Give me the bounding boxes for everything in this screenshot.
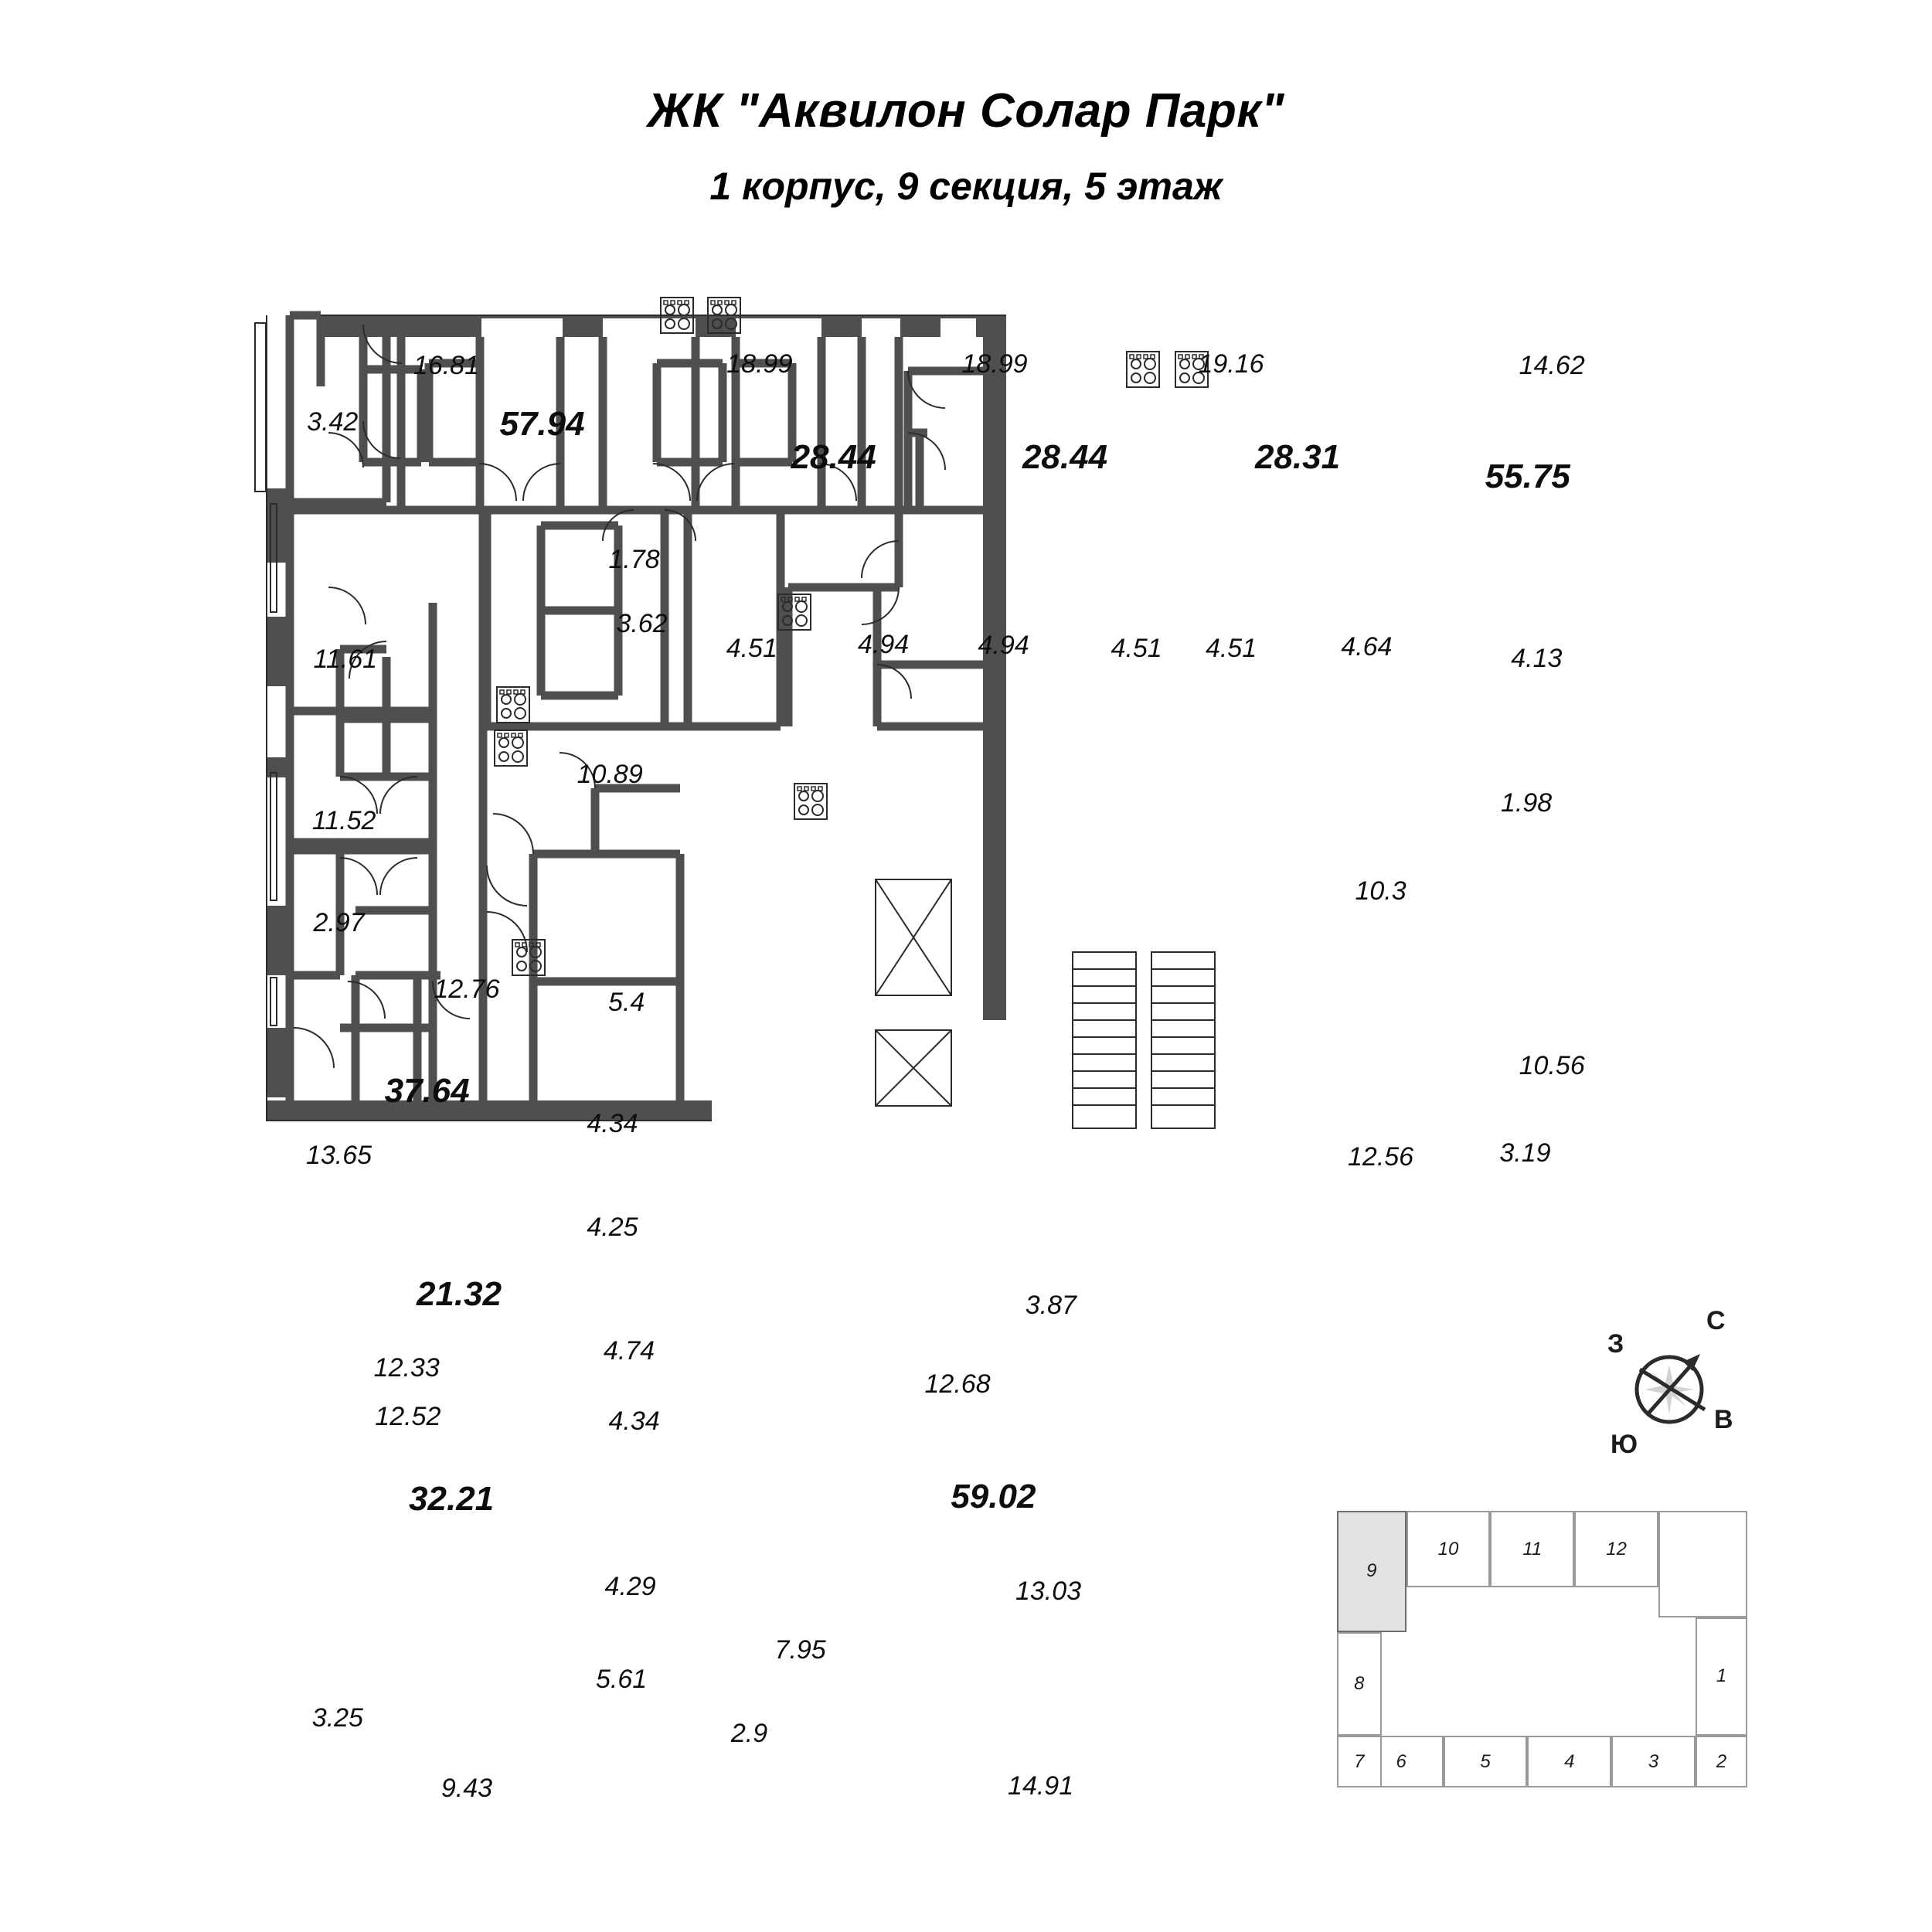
room-area-label: 4.13: [1511, 643, 1563, 673]
apartment-area-label: 28.44: [1022, 438, 1108, 477]
room-area-label: 4.51: [726, 633, 777, 663]
room-area-label: 4.29: [604, 1571, 656, 1601]
keyplan-section-label: 10: [1437, 1538, 1459, 1560]
room-area-label: 13.65: [305, 1141, 372, 1171]
keyplan-section-9[interactable]: 9: [1337, 1511, 1406, 1632]
keyplan-section-11[interactable]: 11: [1490, 1511, 1575, 1588]
room-area-label: 4.51: [1111, 633, 1162, 663]
room-area-label: 4.74: [603, 1336, 655, 1366]
room-area-label: 5.61: [595, 1665, 648, 1695]
keyplan-section-label: 11: [1522, 1538, 1543, 1560]
keyplan-section-4[interactable]: 4: [1527, 1736, 1612, 1788]
compass-south-label: Ю: [1611, 1430, 1638, 1459]
keyplan-section-label: 4: [1564, 1750, 1575, 1772]
apartment-area-label: 32.21: [409, 1480, 495, 1519]
keyplan-section-label: 1: [1716, 1665, 1727, 1687]
room-area-label: 3.87: [1025, 1290, 1077, 1320]
room-area-label: 3.42: [307, 406, 359, 437]
room-area-label: 4.94: [978, 631, 1029, 661]
apartment-area-label: 55.75: [1485, 457, 1570, 495]
apartment-area-label: 21.32: [416, 1275, 502, 1314]
room-area-label: 4.64: [1341, 631, 1393, 662]
elevator-shafts: [875, 879, 952, 1107]
page-title: ЖК "Аквилон Солар Парк": [647, 84, 1285, 138]
keyplan-section-label: 5: [1480, 1750, 1491, 1772]
room-area-label: 11.61: [313, 645, 378, 675]
room-area-label: 4.34: [587, 1108, 638, 1138]
keyplan-section-12[interactable]: 12: [1574, 1511, 1658, 1588]
keyplan-section-blank[interactable]: [1658, 1511, 1748, 1617]
room-area-label: 4.34: [608, 1406, 660, 1437]
keyplan-section-2[interactable]: 2: [1696, 1736, 1748, 1788]
room-area-label: 4.94: [858, 629, 910, 659]
room-area-label: 2.97: [313, 908, 365, 938]
apartment-area-label: 59.02: [951, 1477, 1036, 1515]
apartment-area-label: 28.31: [1254, 438, 1341, 477]
keyplan-section-3[interactable]: 3: [1611, 1736, 1696, 1788]
room-area-label: 12.68: [924, 1369, 991, 1400]
keyplan-section-7[interactable]: 7: [1337, 1736, 1382, 1788]
staircase: [1072, 951, 1216, 1129]
room-area-label: 10.3: [1355, 876, 1406, 906]
room-area-label: 12.33: [373, 1352, 440, 1383]
room-area-label: 10.89: [577, 760, 643, 790]
keyplan-section-label: 7: [1354, 1750, 1365, 1772]
room-area-label: 14.91: [1008, 1770, 1074, 1801]
room-area-label: 10.56: [1519, 1051, 1585, 1081]
compass-west-label: З: [1607, 1329, 1624, 1359]
room-area-label: 12.56: [1348, 1141, 1414, 1172]
room-area-label: 11.52: [311, 805, 376, 835]
room-area-label: 7.95: [774, 1635, 826, 1665]
room-area-label: 3.62: [616, 609, 668, 639]
door-swings: [293, 324, 946, 1069]
page-subtitle: 1 корпус, 9 секция, 5 этаж: [709, 165, 1223, 208]
keyplan-section-label: 8: [1354, 1672, 1365, 1694]
keyplan-section-label: 9: [1366, 1560, 1377, 1582]
room-area-label: 12.76: [434, 975, 500, 1005]
room-area-label: 3.19: [1499, 1138, 1551, 1168]
room-area-label: 1.78: [608, 545, 660, 575]
room-area-label: 1.98: [1501, 787, 1553, 818]
keyplan-section-8[interactable]: 8: [1337, 1631, 1382, 1736]
room-area-label: 4.25: [587, 1212, 638, 1242]
compass-east-label: В: [1714, 1405, 1733, 1434]
keyplan-section-1[interactable]: 1: [1696, 1617, 1748, 1736]
room-area-label: 5.4: [608, 987, 645, 1017]
room-area-label: 18.99: [726, 349, 793, 379]
apartment-area-label: 28.44: [791, 438, 876, 477]
compass-north-label: С: [1706, 1306, 1726, 1335]
compass-rose: С З В Ю: [1592, 1306, 1754, 1476]
keyplan-section-label: 3: [1648, 1750, 1659, 1772]
keyplan-section-label: 2: [1716, 1750, 1727, 1772]
room-area-label: 2.9: [730, 1718, 768, 1748]
room-area-label: 12.52: [375, 1401, 441, 1431]
thin-lines: [254, 315, 1006, 1121]
compass-icon: [1634, 1354, 1706, 1424]
room-area-label: 3.25: [311, 1702, 363, 1733]
room-area-label: 4.51: [1205, 633, 1257, 663]
keyplan-section-label: 12: [1606, 1538, 1627, 1560]
room-area-label: 14.62: [1519, 350, 1585, 380]
room-area-label: 13.03: [1015, 1577, 1082, 1607]
wall-network: [285, 311, 983, 1100]
room-area-label: 16.81: [413, 350, 480, 380]
keyplan-section-10[interactable]: 10: [1406, 1511, 1491, 1588]
keyplan-section-5[interactable]: 5: [1443, 1736, 1528, 1788]
room-area-label: 18.99: [961, 349, 1028, 379]
apartment-area-label: 37.64: [384, 1072, 470, 1111]
apartment-area-label: 57.94: [499, 405, 585, 444]
room-area-label: 19.16: [1198, 349, 1264, 379]
room-area-label: 9.43: [440, 1773, 493, 1803]
keyplan-section-label: 6: [1396, 1750, 1406, 1772]
